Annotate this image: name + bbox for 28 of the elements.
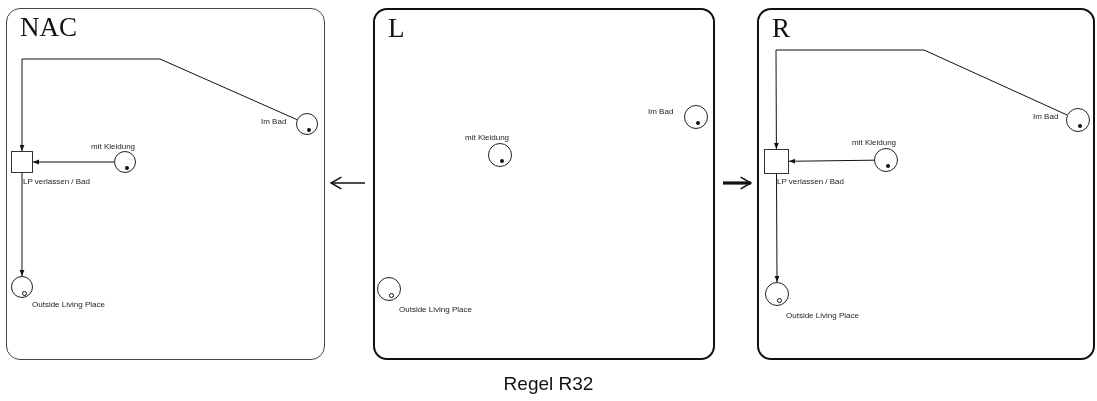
rule-panel <box>757 8 1095 360</box>
place-label: Outside Living Place <box>399 305 472 315</box>
arc-arrow <box>774 173 780 283</box>
place-label: mit Kleidung <box>465 133 510 143</box>
panel-title: R <box>772 13 790 43</box>
arc-arrow <box>32 159 115 165</box>
panel-title: L <box>388 13 405 43</box>
transition-box <box>764 149 789 174</box>
rule-arrow <box>723 176 752 190</box>
arc-arrow <box>774 49 1068 150</box>
place-label: mit Kleidung <box>852 138 897 148</box>
place-label: LP verlassen / Bad <box>777 177 844 187</box>
place-label: Im Bad <box>261 117 287 127</box>
place-label: Outside Living Place <box>32 300 105 310</box>
arc-arrow <box>19 172 25 277</box>
transition-box <box>11 151 33 173</box>
place-label: mit Kleidung <box>91 142 136 152</box>
caption: Regel R32 <box>503 372 594 396</box>
rule-panel <box>373 8 715 360</box>
arc-arrow <box>788 158 875 164</box>
place-label: Im Bad <box>1033 112 1059 122</box>
place-label: Im Bad <box>648 107 674 117</box>
panel-title: NAC <box>20 12 77 42</box>
rule-panel <box>6 8 325 360</box>
place-label: Outside Living Place <box>786 311 859 321</box>
place-label: LP verlassen / Bad <box>23 177 90 187</box>
rule-arrow <box>330 176 366 190</box>
arc-arrow <box>19 58 298 152</box>
